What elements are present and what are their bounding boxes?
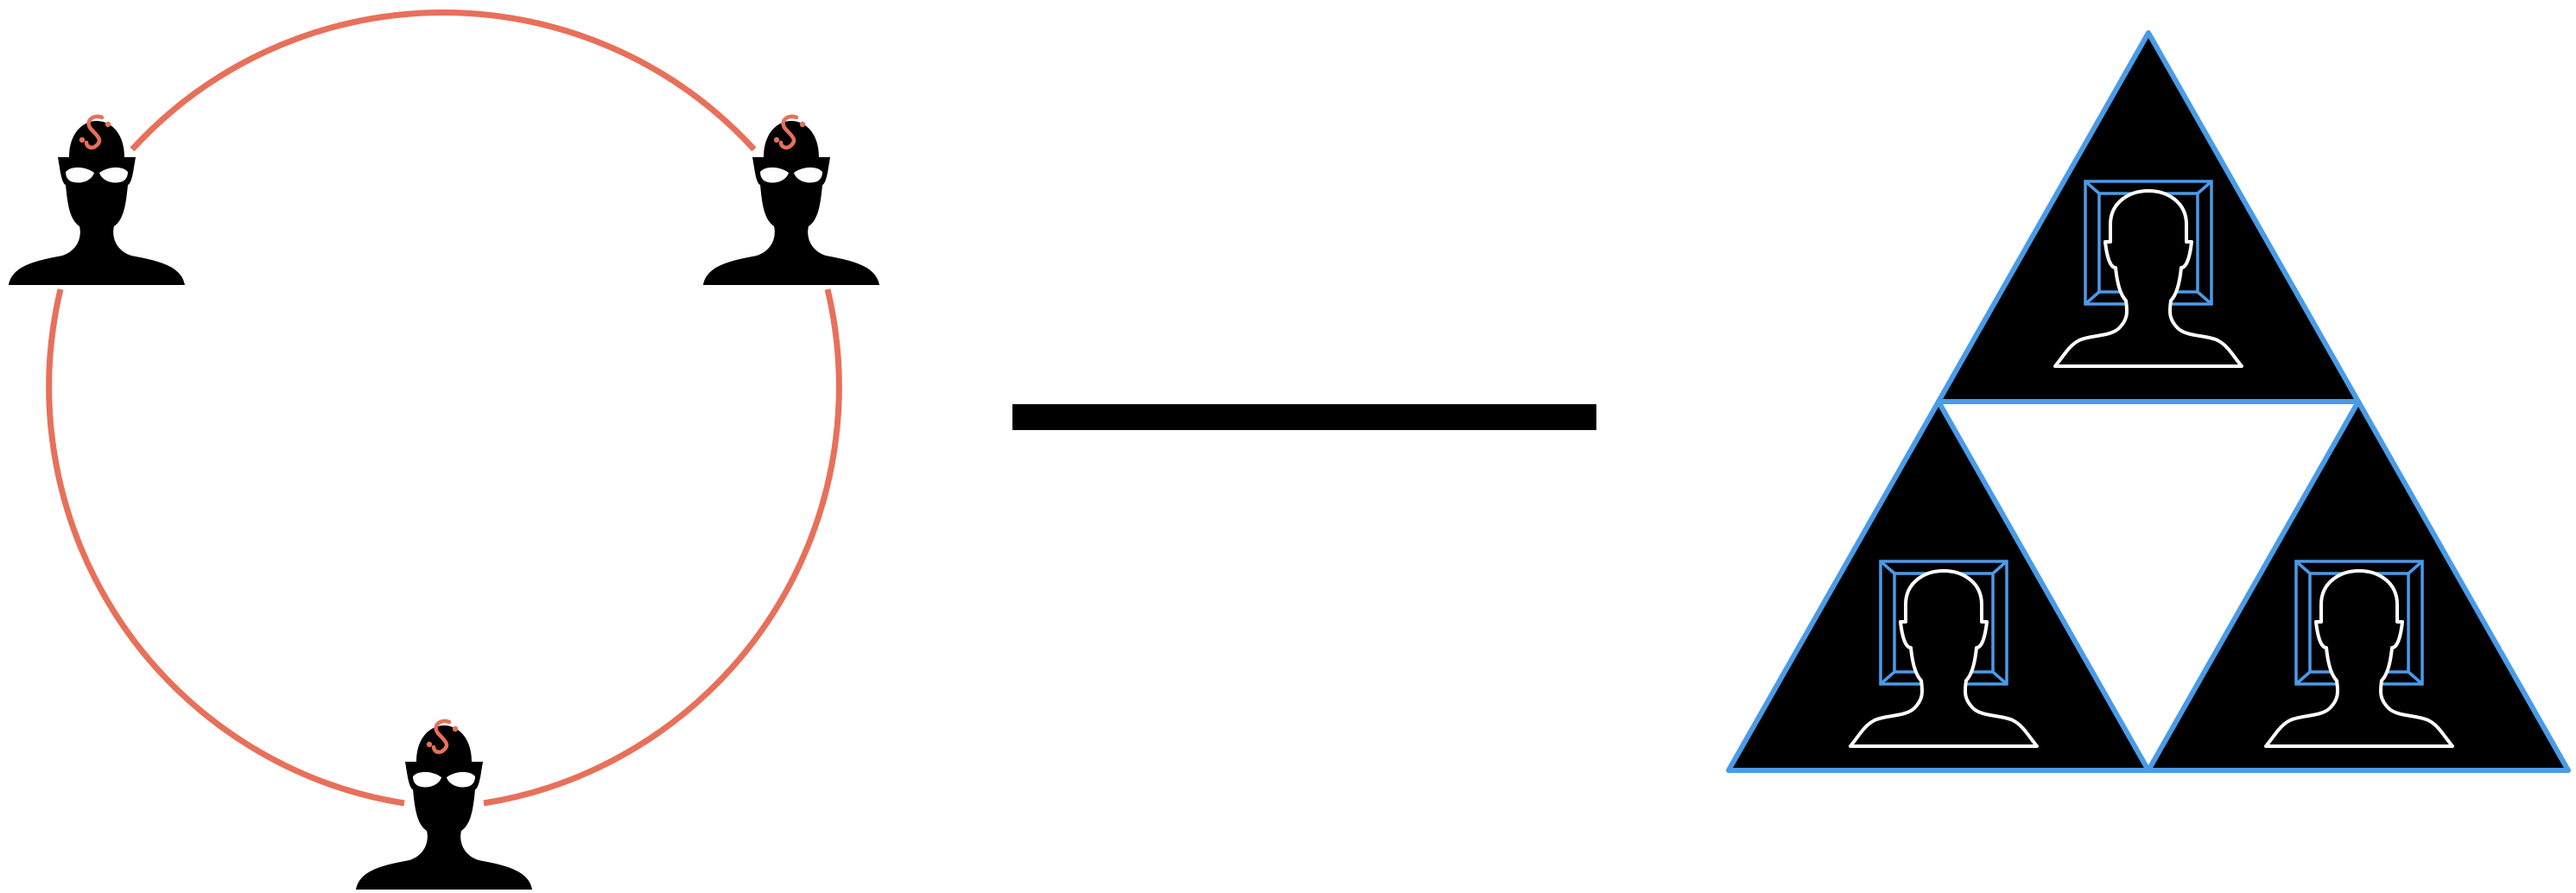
- connector-bar: [1012, 404, 1596, 430]
- masked-agent-icon: [356, 721, 532, 890]
- ring-arc-top: [130, 9, 757, 152]
- masked-agent-icon: [703, 117, 879, 285]
- agent-circle-group: [9, 9, 879, 890]
- triforce-group: [1726, 30, 2571, 773]
- masked-agent-icon: [9, 117, 185, 285]
- ring-arc-left: [46, 288, 405, 807]
- ring-arc-right: [483, 288, 842, 807]
